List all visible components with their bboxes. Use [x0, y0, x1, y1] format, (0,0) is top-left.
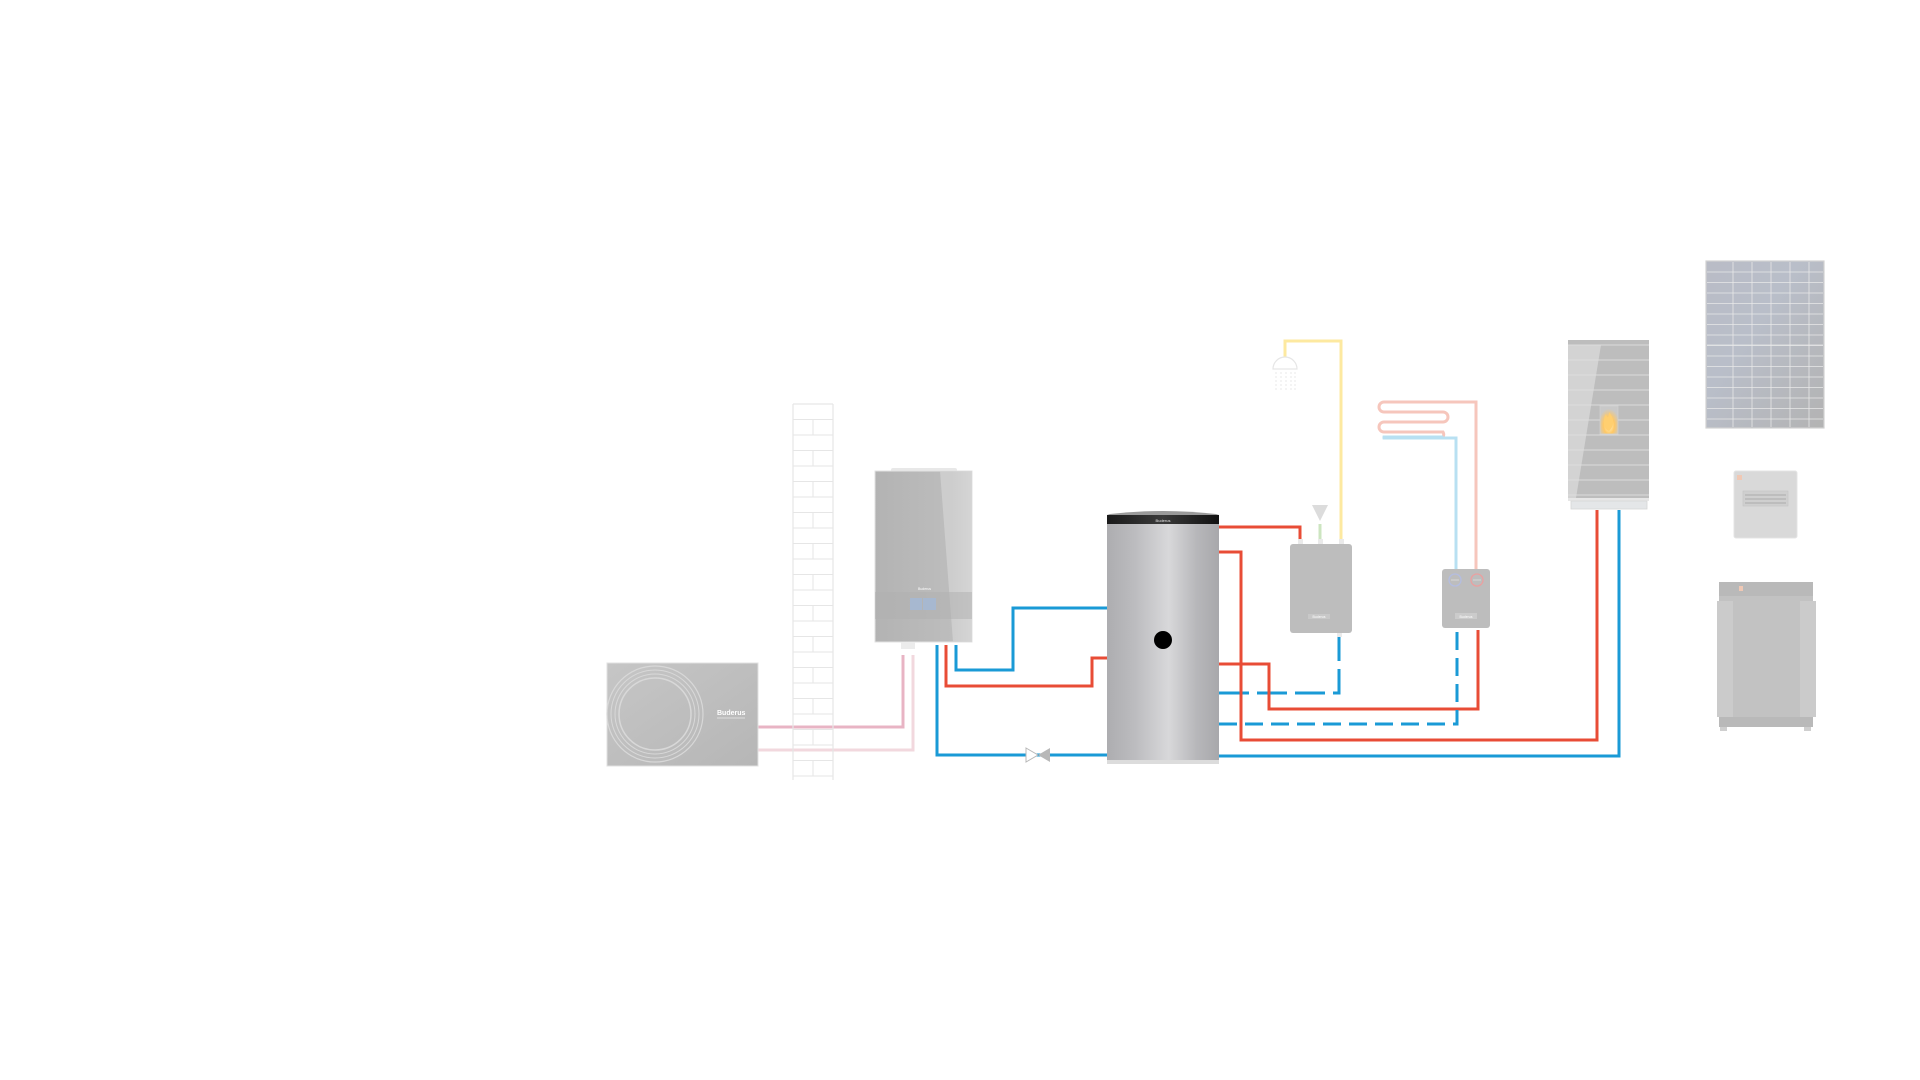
- return-pump-icon: [1448, 573, 1462, 587]
- stove-supply-pipe: [1219, 510, 1599, 742]
- boiler-brand: Buderus: [918, 587, 931, 591]
- boiler-return-pipe: [954, 606, 1108, 672]
- flame-icon: [1603, 412, 1614, 431]
- fws-return-pipe: [1219, 636, 1341, 695]
- fws-brand: Buderus: [1312, 615, 1325, 619]
- boiler-display-left[interactable]: [910, 598, 922, 610]
- boiler-supply-pipe: [944, 645, 1108, 688]
- wall-bricks: [793, 419, 833, 777]
- fan-icon: [606, 665, 704, 763]
- mixing-station[interactable]: Buderus: [1442, 569, 1490, 628]
- stove-return-pipe: [1219, 510, 1621, 758]
- inverter[interactable]: [1733, 470, 1798, 539]
- floor-return-coil: [1382, 435, 1458, 570]
- pellet-stove[interactable]: [1568, 340, 1649, 510]
- tank-port-icon: [1154, 631, 1172, 649]
- main-return-pipe: [935, 645, 1108, 757]
- supply-pump-icon: [1470, 573, 1484, 587]
- inverter-status-led: [1737, 475, 1742, 480]
- mix-return-pipe: [1219, 630, 1459, 726]
- fresh-water-station[interactable]: Buderus: [1290, 539, 1352, 637]
- heat-pump-brand: Buderus: [717, 710, 746, 717]
- mixing-brand: Buderus: [1459, 615, 1472, 619]
- boiler[interactable]: Buderus: [874, 468, 973, 649]
- boiler-display-right[interactable]: [923, 598, 936, 610]
- battery-storage[interactable]: [1717, 582, 1816, 731]
- battery-status-led: [1739, 586, 1743, 591]
- refrigerant-pipe-2: [758, 655, 915, 752]
- shower-icon: [1272, 356, 1298, 390]
- brick-wall: [792, 403, 834, 780]
- floor-heating-coil: [1377, 400, 1450, 438]
- hot-water-pipe: [1283, 339, 1343, 540]
- pipes: [758, 339, 1621, 758]
- refrigerant-pipe-1: [758, 655, 905, 729]
- mix-supply-pipe: [1219, 630, 1480, 711]
- buffer-tank[interactable]: Buderus: [1107, 511, 1219, 764]
- tank-brand: Buderus: [1156, 518, 1171, 523]
- solar-panel[interactable]: [1705, 260, 1825, 429]
- shutoff-valve-icon[interactable]: [1025, 747, 1050, 763]
- floor-supply-pipe: [1384, 400, 1478, 570]
- fws-supply-pipe: [1219, 525, 1302, 542]
- funnel-icon: [1312, 505, 1328, 521]
- heat-pump[interactable]: Buderus: [606, 662, 759, 767]
